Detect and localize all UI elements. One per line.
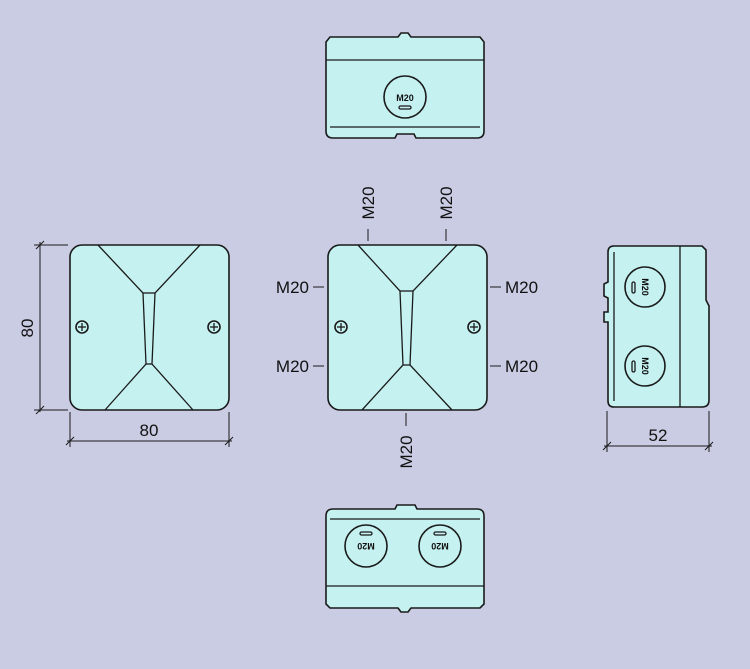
left-view: 80 80 bbox=[18, 240, 234, 447]
entry-label-right-lower: M20 bbox=[505, 357, 538, 376]
screw-icon bbox=[207, 320, 221, 334]
depth-dimension: 52 bbox=[602, 411, 714, 452]
center-view: M20 M20 M20 M20 M20 M20 M20 bbox=[276, 186, 538, 468]
entry-label-right-upper: M20 bbox=[505, 278, 538, 297]
height-dimension: 80 bbox=[18, 240, 68, 415]
cable-entry-label: M20 bbox=[396, 93, 414, 103]
cable-entry: M20 bbox=[344, 524, 388, 568]
entry-label-bottom: M20 bbox=[397, 435, 416, 468]
screw-icon bbox=[334, 320, 348, 334]
cable-entry-label: M20 bbox=[640, 357, 650, 375]
right-view: M20 M20 52 bbox=[602, 245, 714, 452]
depth-label: 52 bbox=[649, 426, 668, 445]
bottom-view: M20 M20 bbox=[325, 504, 485, 613]
width-label: 80 bbox=[140, 421, 159, 440]
cable-entry-label: M20 bbox=[357, 541, 375, 551]
height-label: 80 bbox=[18, 319, 37, 338]
screw-icon bbox=[75, 320, 89, 334]
cable-entry: M20 bbox=[624, 266, 666, 308]
cable-entry: M20 bbox=[383, 75, 427, 119]
entry-label-left-lower: M20 bbox=[276, 357, 309, 376]
top-view: M20 bbox=[325, 32, 485, 139]
entry-label-left-upper: M20 bbox=[276, 278, 309, 297]
width-dimension: 80 bbox=[65, 412, 234, 447]
screw-icon bbox=[467, 320, 481, 334]
cable-entry: M20 bbox=[624, 345, 666, 387]
cable-entry-label: M20 bbox=[640, 278, 650, 296]
cable-entry: M20 bbox=[418, 524, 462, 568]
cable-entry-label: M20 bbox=[431, 541, 449, 551]
entry-label-top-right: M20 bbox=[437, 186, 456, 219]
entry-label-top-left: M20 bbox=[359, 186, 378, 219]
